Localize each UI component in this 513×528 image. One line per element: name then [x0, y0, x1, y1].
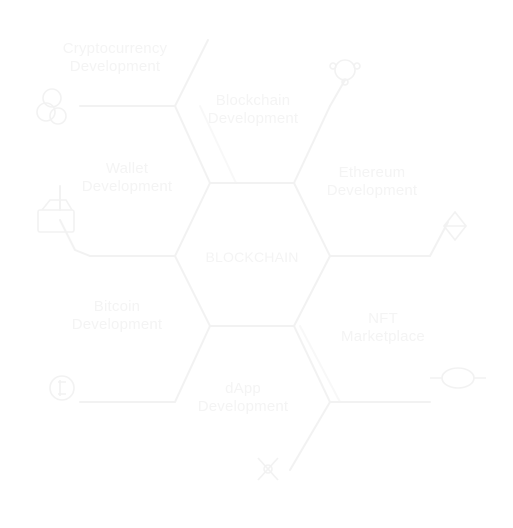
hex-edge-top-left	[174, 105, 211, 184]
hex-edge-bottom-right	[293, 325, 331, 403]
network-node-icon	[329, 59, 361, 86]
ethereum-icon	[442, 210, 468, 242]
blockchain-line2: Development	[207, 110, 299, 127]
connector-crypto	[79, 39, 209, 107]
double-line-1	[199, 105, 237, 184]
blockchain-line1: Blockchain	[215, 92, 291, 109]
wallet-line1: Wallet	[105, 160, 149, 177]
hex-edge-bottom-left	[174, 325, 211, 403]
dapp-line1: dApp	[225, 380, 261, 397]
segment-nft-label: NFT Marketplace	[318, 310, 448, 346]
segment-crypto-label: Cryptocurrency Development	[40, 40, 190, 76]
center-label: BLOCKCHAIN	[205, 249, 299, 265]
hex-edge-top-right	[293, 105, 331, 184]
wallet-icon	[37, 199, 75, 233]
ethereum-line2: Development	[326, 182, 418, 199]
ethereum-line1: Ethereum	[338, 164, 406, 181]
bitcoin-line1: Bitcoin	[93, 298, 141, 315]
segment-dapp-label: dApp Development	[178, 380, 308, 416]
segment-wallet-label: Wallet Development	[62, 160, 192, 196]
nft-line1: NFT	[368, 310, 398, 327]
segment-bitcoin-label: Bitcoin Development	[52, 298, 182, 334]
bitcoin-line2: Development	[71, 316, 163, 333]
nft-line2: Marketplace	[341, 328, 425, 345]
segment-blockchain-label: Blockchain Development	[188, 92, 318, 128]
double-line-2	[299, 325, 341, 403]
connector-wallet	[59, 185, 91, 257]
crypto-line1: Cryptocurrency	[62, 40, 168, 57]
nft-token-icon	[430, 367, 486, 389]
crypto-line2: Development	[69, 58, 161, 75]
dapp-line2: Development	[197, 398, 289, 415]
segment-ethereum-label: Ethereum Development	[312, 164, 432, 200]
connector-dapp	[289, 401, 331, 471]
bitcoin-coin-icon	[49, 375, 75, 401]
wallet-line2: Development	[81, 178, 173, 195]
tools-icon	[257, 457, 279, 481]
bitcoin-coins-icon	[36, 88, 67, 125]
